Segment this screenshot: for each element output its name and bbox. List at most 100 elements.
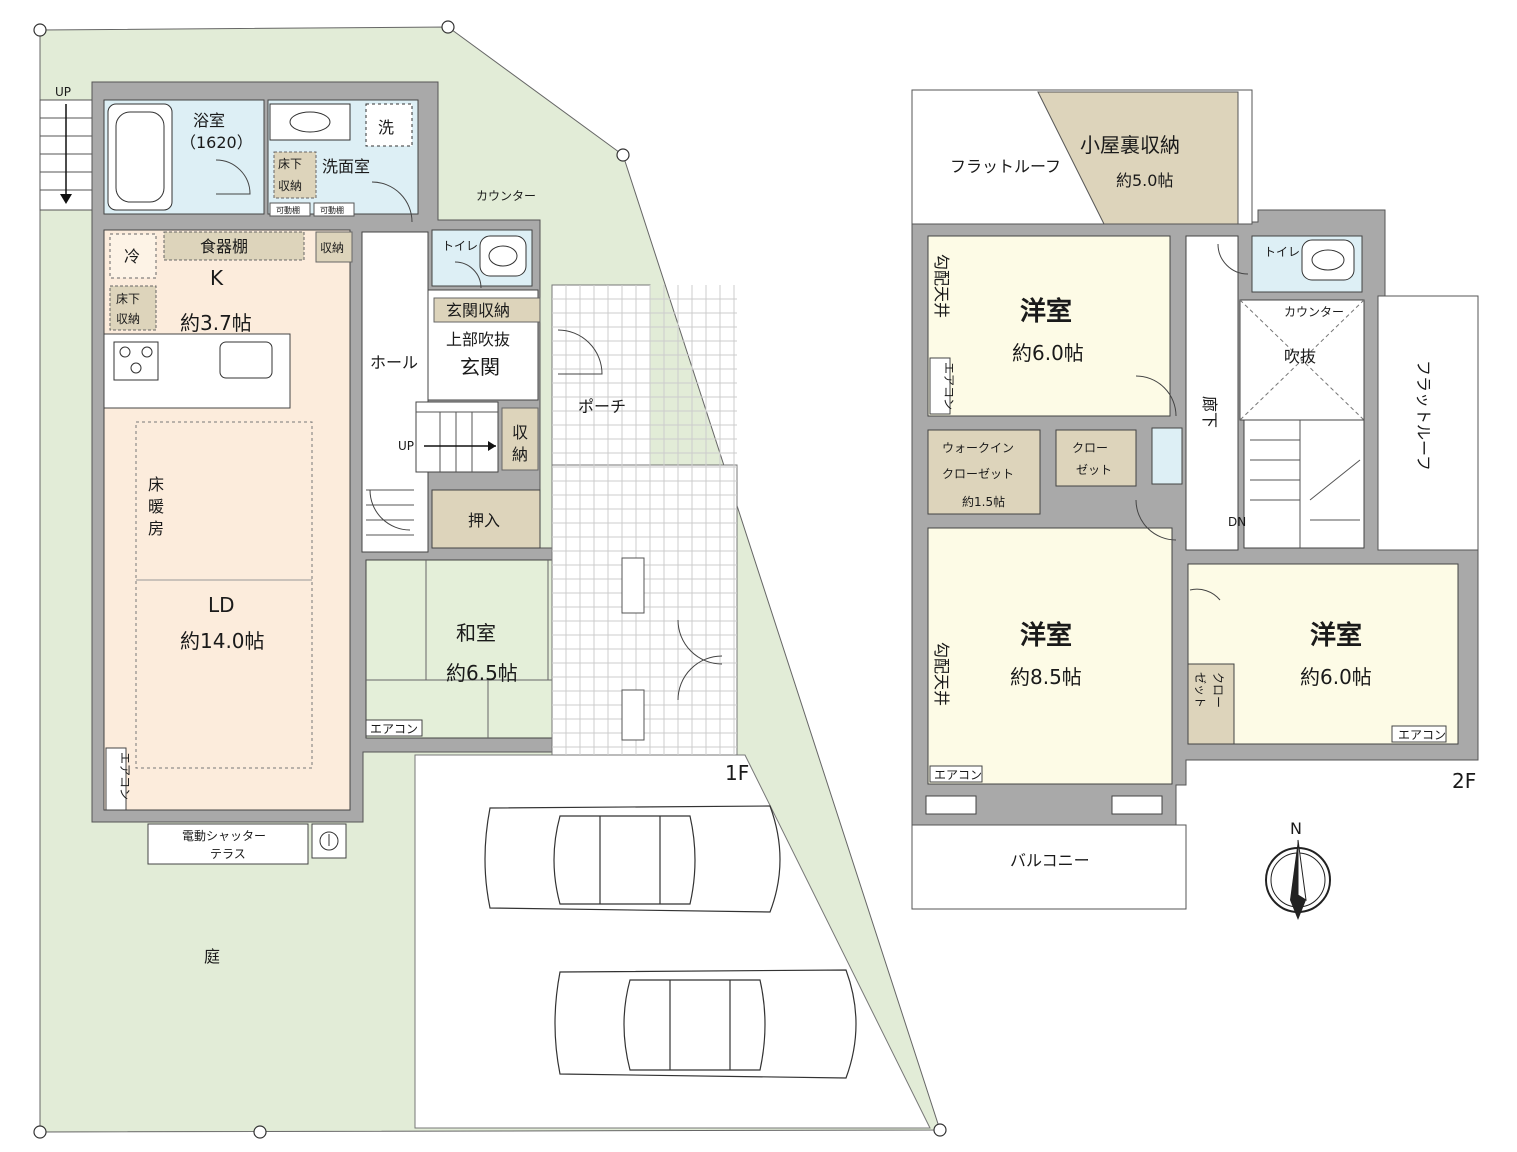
closet-l2: ゼット (1076, 463, 1112, 477)
closet3-l2: ゼット (1193, 672, 1207, 708)
wic-l1: ウォークイン (942, 441, 1014, 455)
floor-heating-area (135, 421, 313, 769)
kitchen-underfloor-storage (109, 285, 157, 331)
ld-area-label: 約14.0帖 (180, 629, 265, 653)
attic-area-label: 約5.0帖 (1116, 171, 1173, 190)
void-label: 吹抜 (1284, 347, 1316, 366)
up-stairs-label: UP (398, 439, 414, 453)
bath-size-label: （1620） (180, 133, 253, 152)
attic-storage-label: 小屋裏収納 (1080, 133, 1180, 157)
room2-label: 洋室 (1020, 620, 1072, 651)
underfloor-wash-l2: 収納 (278, 179, 302, 193)
balcony (911, 824, 1187, 910)
kitchen-underfloor-l1: 床下 (116, 292, 140, 306)
north-label: N (1290, 819, 1302, 838)
entrance-storage-label: 玄関収納 (446, 301, 510, 320)
aircon-room3-box (1391, 725, 1447, 743)
porch-tiles (551, 284, 738, 756)
toilet-2f-icon (1301, 239, 1355, 281)
aircon-room2-box (929, 765, 983, 783)
fridge-label: 冷 (124, 247, 140, 266)
room3-label: 洋室 (1310, 620, 1362, 651)
door-swings-2f (1135, 243, 1249, 601)
stairs-2f (1243, 419, 1365, 549)
toilet-1f-icon (479, 235, 527, 277)
car-1 (484, 805, 781, 913)
entrance-storage (433, 297, 541, 323)
counter-2f-label: カウンター (1284, 305, 1344, 319)
wic-floor (927, 429, 1041, 515)
aircon-room3-label: エアコン (1398, 728, 1446, 742)
outside-stairs-up-label: UP (55, 85, 71, 99)
underfloor-storage-wash (273, 151, 317, 199)
corridor-label: 廊下 (1200, 396, 1219, 428)
entrance-label: 玄関 (460, 355, 500, 379)
terrace-l2: テラス (210, 847, 246, 861)
kitchen-counter (103, 333, 291, 409)
site-corner-markers (33, 20, 947, 1139)
aircon-room2-label: エアコン (934, 768, 982, 782)
small-storage (315, 231, 353, 263)
kitchen-area-label: 約3.7帖 (180, 311, 252, 335)
washer-space (365, 103, 413, 147)
hall-floor (361, 231, 429, 553)
wic-l2: クローゼット (942, 467, 1014, 481)
floor-heat-2: 暖 (148, 497, 164, 516)
aircon-room1-label: エアコン (942, 362, 956, 410)
porch-label: ポーチ (578, 397, 626, 416)
stair-storage-l2: 納 (512, 445, 528, 464)
outside-stairs (39, 99, 93, 211)
room2-area-label: 約8.5帖 (1010, 665, 1082, 689)
terrace (147, 823, 309, 865)
dn-label: DN (1228, 515, 1246, 529)
aircon-room1-box (929, 357, 951, 415)
movable-shelf-a (269, 202, 311, 217)
washitsu-label: 和室 (456, 621, 496, 645)
underfloor-wash-l1: 床下 (278, 157, 302, 171)
flat-roof-right (1377, 295, 1479, 551)
sloped-ceiling-1: 勾配天井 (932, 254, 951, 318)
room1-label: 洋室 (1020, 296, 1072, 327)
aircon-washitsu-box (365, 719, 423, 737)
door-swings-1f (215, 159, 723, 701)
shelf-a-label: 可動棚 (276, 205, 300, 215)
washitsu-area-label: 約6.5帖 (446, 661, 518, 685)
closet-floor (1055, 429, 1137, 487)
floor2-label: 2F (1452, 769, 1476, 793)
shelf-b-label: 可動棚 (320, 205, 344, 215)
bathtub-icon (107, 103, 173, 211)
outdoor-faucet-icon (311, 823, 347, 859)
floor-heat-1: 床 (148, 475, 164, 494)
aircon-ld-label: エアコン (118, 752, 132, 800)
stair-storage (501, 407, 539, 471)
north-arrow-icon (1265, 839, 1331, 920)
floor-heat-3: 房 (148, 519, 164, 538)
ld-label: LD (208, 593, 235, 617)
counter-1f-label: カウンター (476, 189, 536, 203)
wash-basin-icon (269, 103, 351, 141)
fridge-space (109, 233, 157, 279)
bath-label: 浴室 (193, 111, 225, 130)
stairs-1f (415, 401, 499, 473)
room1-area-label: 約6.0帖 (1012, 341, 1084, 365)
movable-shelf-b (313, 202, 355, 217)
room1-floor (927, 235, 1171, 417)
cupboard (163, 231, 305, 261)
floor1-label: 1F (725, 761, 749, 785)
terrace-l1: 電動シャッター (182, 829, 266, 843)
stair-storage-l1: 収 (512, 423, 528, 442)
oshiire-floor (431, 489, 541, 549)
corridor-floor (1185, 235, 1239, 551)
kitchen-label: K (210, 266, 224, 290)
hall-label: ホール (370, 353, 418, 372)
garden-label: 庭 (204, 947, 220, 966)
car-2 (554, 969, 857, 1079)
stairs-2f-lines (1250, 420, 1361, 548)
closet3-l1: クロー (1211, 672, 1225, 708)
room2-floor (927, 527, 1173, 785)
oshiire-label: 押入 (468, 511, 500, 530)
wash-mark: 洗 (378, 118, 394, 137)
attic-storage (1037, 91, 1239, 225)
sloped-ceiling-2: 勾配天井 (932, 642, 951, 706)
